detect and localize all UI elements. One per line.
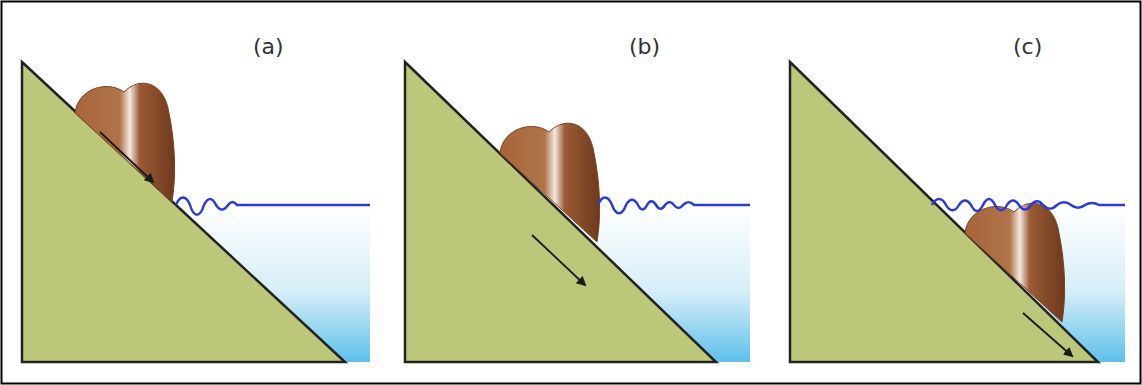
landslide-block (75, 83, 175, 202)
motion-arrow (100, 132, 153, 182)
motion-arrow (1023, 313, 1072, 356)
slope (790, 62, 1098, 362)
wave (176, 198, 370, 215)
panel-label: (c) (1013, 34, 1042, 59)
wave (932, 199, 1125, 211)
panel-label: (b) (629, 34, 660, 59)
panel-label: (a) (253, 34, 284, 59)
landslide-block (965, 203, 1065, 322)
motion-arrow (532, 235, 585, 285)
wave (598, 198, 750, 214)
slope (22, 62, 345, 362)
slope (405, 62, 716, 362)
landslide-block (500, 123, 600, 242)
